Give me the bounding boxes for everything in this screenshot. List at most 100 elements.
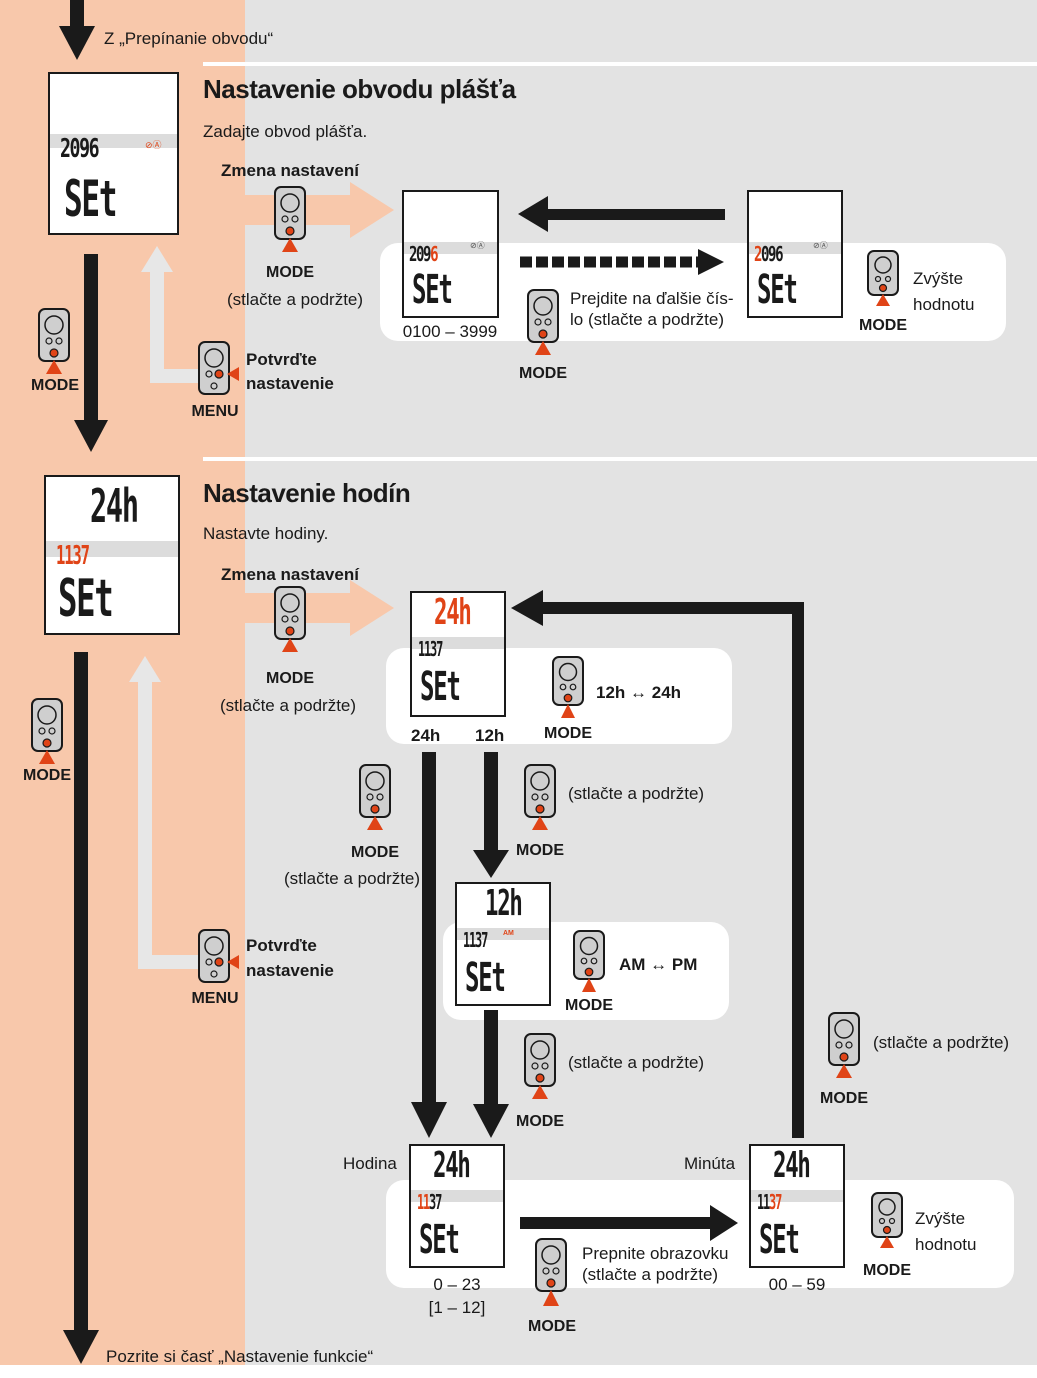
lcd-set: SEt bbox=[465, 955, 506, 1001]
mode-label: MODE bbox=[859, 317, 907, 334]
option-24h: 24h bbox=[411, 726, 441, 745]
press-hold-note: (stlačte a podržte) bbox=[568, 1053, 705, 1072]
section-subtitle: Zadajte obvod plášťa. bbox=[203, 122, 368, 141]
down-arrow-icon bbox=[473, 850, 509, 878]
change-settings-label: Zmena nastavení bbox=[221, 161, 359, 180]
minute-label: Minúta bbox=[684, 1154, 736, 1173]
lcd-am: AM bbox=[503, 930, 514, 937]
right-arrow-icon bbox=[710, 1205, 738, 1241]
confirm-note: Potvrďte nastavenie bbox=[246, 936, 334, 980]
lcd-time: 1137 bbox=[757, 1190, 782, 1214]
up-arrow-icon bbox=[129, 656, 161, 682]
section-subtitle: Nastavte hodiny. bbox=[203, 524, 329, 543]
mode-button-icon bbox=[866, 250, 900, 315]
section-title: Nastavenie hodín bbox=[203, 478, 411, 508]
mode-button-icon bbox=[358, 764, 392, 839]
press-hold-note: (stlačte a podržte) bbox=[283, 869, 421, 888]
change-settings-label: Zmena nastavení bbox=[221, 565, 359, 584]
mode-button-icon bbox=[273, 186, 307, 261]
lcd-set: SEt bbox=[759, 1217, 800, 1263]
unit-icon: ⊘Ⓐ bbox=[145, 140, 162, 150]
mode-label: MODE bbox=[266, 670, 314, 687]
lcd-display: 12h 1137 AM SEt bbox=[455, 882, 551, 1006]
mode-button-icon bbox=[827, 1012, 861, 1087]
hour-label: Hodina bbox=[343, 1154, 397, 1173]
confirm-note: Potvrďte nastavenie bbox=[246, 350, 334, 393]
mode-button-icon bbox=[523, 764, 557, 839]
mode-label: MODE bbox=[863, 1262, 911, 1279]
mode-label: MODE bbox=[820, 1090, 868, 1107]
mode-button-icon bbox=[534, 1238, 568, 1315]
up-arrow-icon bbox=[141, 246, 173, 272]
increase-note: Zvýšte hodnotu bbox=[915, 1209, 977, 1254]
mode-button-icon bbox=[37, 308, 71, 383]
mode-label: MODE bbox=[351, 844, 399, 861]
menu-button-icon bbox=[197, 929, 241, 996]
lcd-display: 2096 ⊘Ⓐ SEt bbox=[747, 190, 843, 318]
menu-label: MENU bbox=[191, 403, 239, 420]
lcd-hour-format: 24h bbox=[433, 1145, 471, 1186]
lcd-hour-format: 24h bbox=[773, 1145, 811, 1186]
lcd-set: SEt bbox=[58, 569, 114, 629]
toggle-12-24-label: 12h ↔ 24h bbox=[596, 683, 682, 702]
section-title: Nastavenie obvodu plášťa bbox=[203, 74, 516, 104]
lcd-hour-format: 12h bbox=[485, 883, 523, 924]
unit-icon: ⊘Ⓐ bbox=[813, 241, 828, 250]
down-arrow-icon bbox=[473, 1104, 509, 1138]
right-arrow-icon bbox=[350, 182, 394, 238]
lcd-time: 1137 bbox=[418, 637, 443, 661]
lcd-set: SEt bbox=[64, 170, 118, 228]
right-arrow-icon bbox=[350, 580, 394, 636]
mode-label: MODE bbox=[23, 767, 71, 784]
press-hold-note: (stlačte a podržte) bbox=[226, 290, 364, 309]
left-arrow-icon bbox=[518, 196, 548, 232]
lcd-set: SEt bbox=[757, 267, 798, 313]
divider bbox=[203, 62, 1037, 66]
mode-label: MODE bbox=[565, 997, 613, 1014]
mode-button-icon bbox=[273, 586, 307, 661]
mode-button-icon bbox=[551, 656, 585, 727]
lcd-display: 2096 ⊘Ⓐ SEt bbox=[48, 72, 179, 235]
mode-label: MODE bbox=[544, 725, 592, 742]
hour-range-12: [1 – 12] bbox=[428, 1298, 486, 1317]
lcd-set: SEt bbox=[419, 1217, 460, 1263]
lcd-time: 1137 bbox=[56, 541, 90, 571]
mode-label: MODE bbox=[516, 1113, 564, 1130]
mode-label: MODE bbox=[519, 365, 567, 382]
lcd-value: 2096 bbox=[754, 242, 784, 266]
mode-button-icon bbox=[523, 1033, 557, 1108]
unit-icon: ⊘Ⓐ bbox=[470, 241, 485, 250]
hour-range: 0 – 23 bbox=[433, 1275, 481, 1294]
next-digit-note: Prejdite na ďalšie čís- lo (stlačte a po… bbox=[570, 289, 734, 330]
left-arrow-icon bbox=[511, 590, 543, 626]
lcd-display: 2096 ⊘Ⓐ SEt bbox=[402, 190, 499, 318]
lcd-time: 1137 bbox=[463, 928, 488, 952]
lcd-value: 2096 bbox=[60, 134, 100, 164]
down-arrow-icon bbox=[59, 26, 95, 60]
mode-label: MODE bbox=[528, 1318, 576, 1335]
mode-button-icon bbox=[30, 698, 64, 773]
down-arrow-icon bbox=[63, 1330, 99, 1364]
minute-range: 00 – 59 bbox=[768, 1275, 826, 1294]
switch-screen-note: Prepnite obrazovku (stlačte a podržte) bbox=[582, 1244, 729, 1285]
mode-label: MODE bbox=[516, 842, 564, 859]
lcd-display: 24h 1137 SEt bbox=[410, 591, 506, 717]
option-12h: 12h bbox=[475, 726, 505, 745]
lcd-value: 2096 bbox=[409, 242, 439, 266]
lcd-display: 24h 1137 SEt bbox=[409, 1144, 505, 1268]
lcd-hour-format: 24h bbox=[90, 479, 139, 533]
toggle-ampm-label: AM ↔ PM bbox=[619, 955, 698, 974]
lcd-display: 24h 1137 SEt bbox=[44, 475, 180, 635]
mode-button-icon bbox=[572, 930, 606, 1001]
see-function-note: Pozrite si časť „Nastavenie funkcie“ bbox=[106, 1347, 374, 1366]
menu-button-icon bbox=[197, 341, 241, 408]
lcd-display: 24h 1137 SEt bbox=[749, 1144, 845, 1268]
mode-label: MODE bbox=[31, 377, 79, 394]
right-arrow-icon bbox=[698, 249, 724, 275]
mode-button-icon bbox=[870, 1192, 904, 1257]
increase-note: Zvýšte hodnotu bbox=[913, 269, 975, 314]
divider bbox=[203, 457, 1037, 461]
lcd-time: 1137 bbox=[417, 1190, 442, 1214]
down-arrow-icon bbox=[411, 1102, 447, 1138]
lcd-hour-format: 24h bbox=[434, 592, 472, 633]
